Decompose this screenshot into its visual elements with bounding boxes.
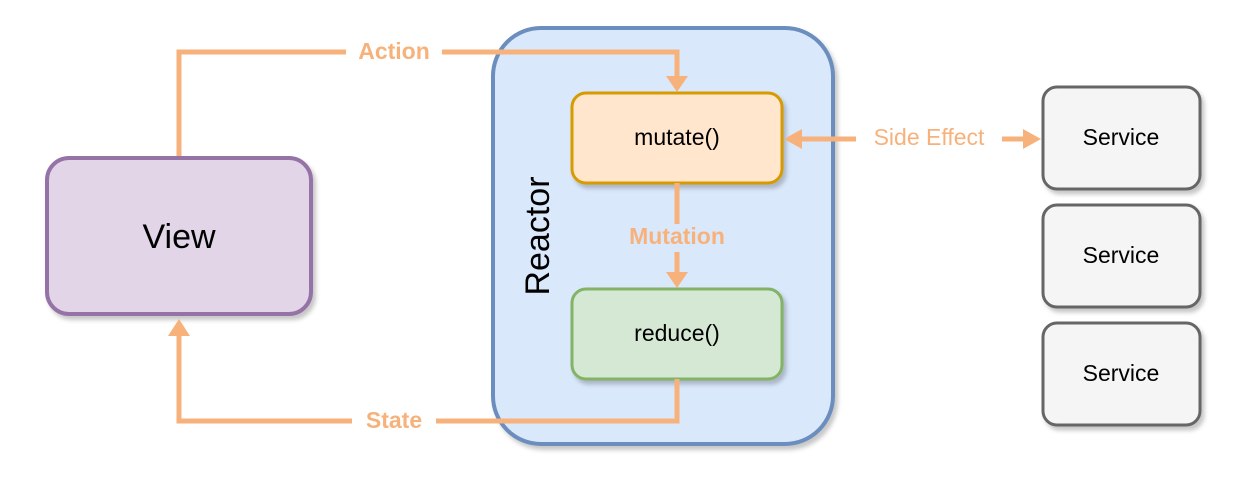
service-node[interactable]: Service xyxy=(1041,321,1202,427)
service-box xyxy=(1041,321,1202,427)
mutate-label: mutate() xyxy=(634,124,720,150)
action-edge: Action xyxy=(176,38,688,156)
side-effect-left-arrowhead-icon xyxy=(784,129,802,149)
action-arrowhead-icon xyxy=(666,76,688,92)
reduce-node[interactable]: reduce() xyxy=(570,287,784,381)
view-node[interactable]: View xyxy=(45,156,313,316)
service-label: Service xyxy=(1083,242,1160,268)
reactor-label: Reactor xyxy=(519,176,557,295)
action-edge-label: Action xyxy=(358,38,430,64)
state-edge: State xyxy=(168,319,680,435)
mutation-arrowhead-icon xyxy=(666,272,688,288)
service-box xyxy=(1041,85,1202,191)
mutation-edge: Mutation xyxy=(608,183,746,288)
state-edge-label: State xyxy=(366,407,422,433)
service-label: Service xyxy=(1083,124,1160,150)
view-box xyxy=(45,156,313,316)
view-label: View xyxy=(142,218,216,256)
service-box xyxy=(1041,203,1202,309)
service-node[interactable]: Service xyxy=(1041,85,1202,191)
service-label: Service xyxy=(1083,360,1160,386)
side-effect-edge-label: Side Effect xyxy=(874,124,985,150)
state-arrowhead-icon xyxy=(168,319,190,336)
service-node[interactable]: Service xyxy=(1041,203,1202,309)
mutate-node[interactable]: mutate() xyxy=(570,91,784,185)
side-effect-right-arrowhead-icon xyxy=(1023,129,1041,149)
side-effect-edge: Side Effect xyxy=(784,124,1041,153)
mutation-edge-label: Mutation xyxy=(629,223,725,249)
reduce-label: reduce() xyxy=(634,320,720,346)
